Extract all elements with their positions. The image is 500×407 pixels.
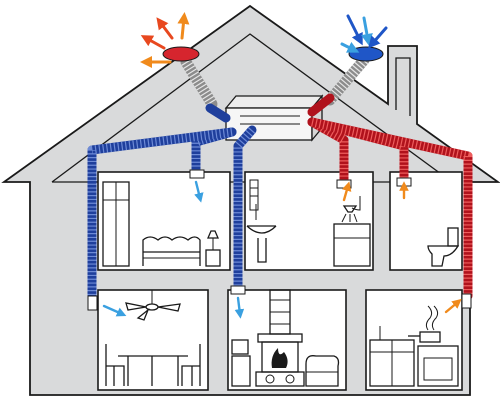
toilet-icon: [427, 227, 460, 267]
supply-duct-network: [307, 93, 473, 301]
bedroom: [97, 171, 231, 271]
bathroom: [244, 171, 374, 271]
tv-stand: [231, 339, 251, 387]
intake-duct-grey: [324, 54, 370, 106]
extract-duct-network: [87, 103, 257, 301]
fireplace-icon: [255, 289, 305, 387]
room-supply-arrows: [342, 181, 462, 314]
stove-icon: [408, 305, 459, 387]
dining-table: [118, 355, 188, 386]
sink: [246, 204, 277, 263]
kitchen-vent: [461, 293, 472, 309]
exhaust-outlet-icon: [162, 46, 200, 62]
heat-recovery-unit-icon: [224, 94, 324, 142]
dining-chair-right: [181, 344, 201, 386]
towel-rail: [249, 179, 259, 211]
dining-room: [97, 289, 209, 391]
armchair: [305, 355, 340, 387]
intake-arrows: [340, 14, 388, 53]
shower-icon: [333, 196, 371, 267]
wardrobe: [102, 181, 130, 267]
room-extract-arrows: [102, 180, 245, 319]
bedroom-vent: [189, 169, 205, 179]
exhaust-duct-grey: [180, 56, 218, 110]
living-vent: [230, 285, 246, 295]
dining-vent: [87, 295, 98, 311]
bed-icon: [142, 236, 201, 266]
toilet-room: [389, 171, 463, 271]
dining-chair-left: [105, 344, 125, 386]
exhaust-arrows: [140, 12, 190, 68]
nightstand-lamp: [205, 230, 221, 267]
kitchen-cabinets: [369, 326, 415, 387]
ceiling-fan-icon: [125, 290, 181, 321]
